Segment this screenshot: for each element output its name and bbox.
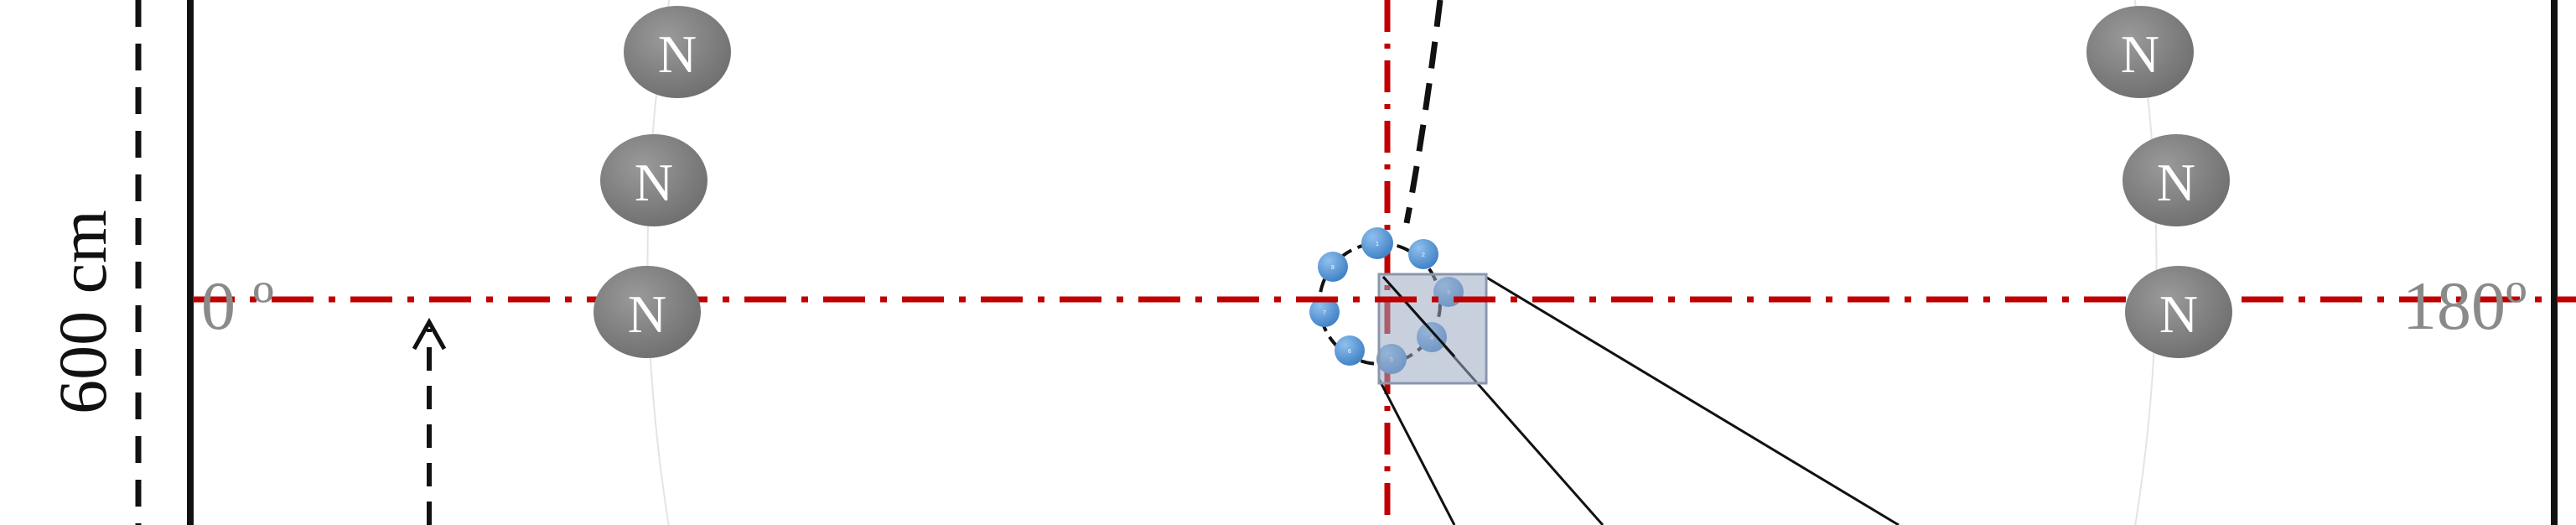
angle-start-label: 0 º: [201, 268, 274, 344]
ring-node: 8: [1318, 252, 1348, 282]
svg-text:8: 8: [1331, 265, 1335, 271]
svg-text:7: 7: [1323, 310, 1326, 316]
zoom-line-3: [1485, 275, 1900, 525]
zoom-box-diagonal: [1381, 275, 1456, 358]
ring-node: 6: [1335, 335, 1365, 366]
svg-text:6: 6: [1348, 349, 1351, 355]
svg-text:N: N: [635, 153, 673, 212]
ring-node: 1: [1361, 227, 1393, 259]
arrow-head: [412, 317, 447, 351]
right-detector-top: N: [2086, 6, 2194, 98]
left-detector-axis: N: [593, 266, 701, 358]
svg-text:1: 1: [1376, 242, 1379, 247]
svg-text:N: N: [628, 284, 666, 344]
svg-text:2: 2: [1422, 252, 1425, 258]
left-detector-middle: N: [600, 134, 707, 226]
svg-text:N: N: [2159, 284, 2198, 344]
svg-text:N: N: [2157, 153, 2195, 212]
ring-node: 2: [1408, 239, 1438, 269]
zoom-line-1: [1377, 378, 1456, 525]
right-detector-middle: N: [2122, 134, 2230, 226]
dimension-label: 600 cm: [44, 210, 121, 414]
incoming-dashed-curve: [1403, 0, 1443, 224]
left-detector-top: N: [624, 6, 731, 98]
svg-text:N: N: [2121, 24, 2159, 84]
ring-node: 7: [1309, 297, 1340, 327]
right-detector-axis: N: [2125, 266, 2232, 358]
svg-text:N: N: [658, 24, 697, 84]
angle-end-label: 180º: [2402, 268, 2527, 344]
